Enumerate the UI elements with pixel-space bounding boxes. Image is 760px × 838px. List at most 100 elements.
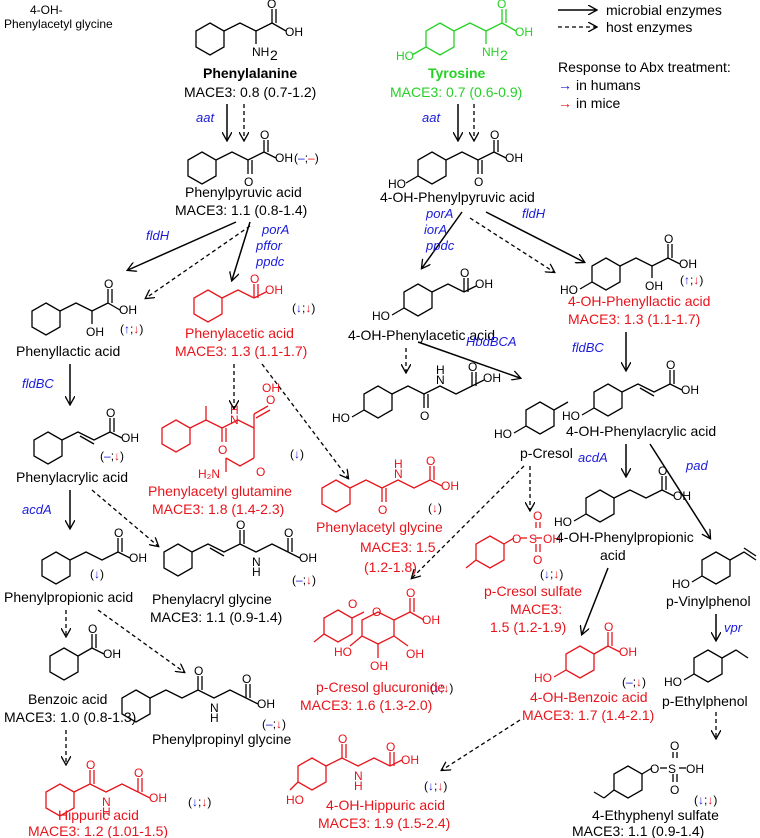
enzyme-pad: pad bbox=[685, 458, 708, 473]
compound-pcs-mace2: 1.5 (1.2-1.9) bbox=[490, 619, 566, 635]
enzyme-ppdc-2: ppdc bbox=[425, 238, 455, 253]
response-eps: (↓;↓) bbox=[694, 793, 717, 807]
response-pacrgly: (–;↓) bbox=[292, 573, 316, 587]
svg-text:O: O bbox=[106, 406, 115, 420]
compound-pcresol-name: p-Cresol bbox=[520, 445, 573, 461]
legend-human-arrow: → bbox=[558, 77, 572, 93]
enzyme-aat-2: aat bbox=[422, 110, 441, 125]
svg-text:O: O bbox=[650, 762, 659, 776]
structure-p-ethylphenol: HO bbox=[664, 649, 749, 689]
arrow-ohpprop-ohbenz bbox=[582, 567, 609, 634]
svg-text:O: O bbox=[218, 443, 227, 457]
compound-ppa-mace: MACE3: 1.1 (0.8-1.4) bbox=[175, 202, 307, 218]
svg-text:O: O bbox=[114, 526, 123, 540]
structure-4oh-phenylacrylic-acid: HO O OH bbox=[562, 358, 699, 423]
compound-pcg-mace: MACE3: 1.6 (1.3-2.0) bbox=[300, 697, 432, 713]
compound-ppgly-name: Phenylpropinyl glycine bbox=[152, 731, 292, 747]
svg-text:N: N bbox=[102, 795, 111, 809]
arrow-pcresol-pcg bbox=[412, 465, 525, 578]
svg-text:S: S bbox=[529, 532, 537, 546]
structure-phenylacryl-glycine: O N H O OH bbox=[163, 518, 317, 579]
svg-text:H: H bbox=[230, 403, 239, 417]
svg-text:S: S bbox=[668, 762, 676, 776]
compound-ohpaa-name: 4-OH-Phenylacetic acid bbox=[348, 327, 495, 343]
legend-humans-label: in humans bbox=[576, 77, 641, 93]
response-ohhipp: (↓;↓) bbox=[424, 779, 447, 793]
svg-text:O: O bbox=[474, 175, 483, 189]
compound-pvinyl-name: p-Vinylphenol bbox=[666, 593, 751, 609]
structure-phenylpropinyl-glycine: O N H O OH bbox=[121, 664, 275, 725]
response-pacr: (–;↓) bbox=[100, 449, 124, 463]
svg-text:OH: OH bbox=[119, 303, 137, 317]
compound-pagly-name: Phenylacetyl glycine bbox=[316, 519, 443, 535]
structure-phenyllactic-acid: O OH OH bbox=[31, 277, 137, 339]
compound-phenylalanine-mace: MACE3: 0.8 (0.7-1.2) bbox=[184, 84, 316, 100]
svg-text:OH: OH bbox=[543, 532, 561, 546]
structure-benzoic-acid: O OH bbox=[49, 622, 121, 681]
svg-text:O: O bbox=[104, 277, 113, 291]
compound-ohhipp-name: 4-OH-Hippuric acid bbox=[326, 797, 445, 813]
svg-text:O: O bbox=[256, 465, 265, 479]
svg-text:O: O bbox=[266, 393, 275, 407]
arrow-pacr-pacrgly bbox=[91, 489, 158, 546]
structure-hippuric-acid: O N H O OH bbox=[45, 758, 167, 819]
svg-text:O: O bbox=[533, 509, 542, 523]
arrow-paa-pagly bbox=[261, 363, 348, 478]
svg-text:OH: OH bbox=[86, 325, 104, 339]
svg-text:O: O bbox=[406, 586, 415, 600]
compound-ohpla-mace: MACE3: 1.3 (1.1-1.7) bbox=[568, 311, 700, 327]
svg-text:HO: HO bbox=[664, 675, 682, 689]
svg-text:O: O bbox=[460, 266, 469, 280]
svg-text:O: O bbox=[86, 758, 95, 772]
structure-p-cresol: HO bbox=[494, 401, 569, 441]
svg-text:O: O bbox=[134, 766, 143, 780]
legend-host-label: host enzymes bbox=[606, 19, 692, 35]
svg-text:N: N bbox=[210, 701, 219, 715]
svg-text:O: O bbox=[490, 128, 499, 142]
svg-text:H: H bbox=[436, 363, 445, 377]
svg-text:O: O bbox=[497, 0, 506, 11]
compound-pcs-mace1: MACE3: bbox=[510, 601, 562, 617]
svg-text:N: N bbox=[230, 413, 239, 427]
svg-text:O: O bbox=[378, 503, 387, 517]
compound-ohpla-name: 4-OH-Phenyllactic acid bbox=[568, 293, 710, 309]
legend-microbial-label: microbial enzymes bbox=[606, 2, 722, 18]
svg-text:O: O bbox=[468, 360, 477, 374]
svg-text:HO: HO bbox=[672, 577, 690, 591]
structure-4oh-phenylpropionic-acid: HO O OH bbox=[554, 464, 691, 529]
svg-text:OH: OH bbox=[422, 613, 440, 627]
svg-text:OH: OH bbox=[103, 647, 121, 661]
enzyme-fldH-2: fldH bbox=[522, 206, 546, 221]
svg-text:OH: OH bbox=[475, 277, 493, 291]
compound-pprop-name: Phenylpropionic acid bbox=[4, 589, 133, 605]
structure-p-cresol-sulfate: O O S O OH bbox=[465, 509, 561, 569]
enzyme-HbdBCA: HbdBCA bbox=[466, 334, 517, 349]
legend-response-title: Response to Abx treatment: bbox=[558, 59, 731, 75]
svg-text:HO: HO bbox=[562, 409, 580, 423]
response-ohbenz: (–;↓) bbox=[622, 675, 646, 689]
compound-peth-name: p-Ethylphenol bbox=[662, 693, 748, 709]
svg-text:O: O bbox=[242, 672, 251, 686]
structure-phenylacetyl-glutamine: O N H O OH O H₂N bbox=[161, 381, 280, 481]
compound-benz-mace: MACE3: 1.0 (0.8-1.3) bbox=[4, 709, 136, 725]
enzyme-acdA-2: acdA bbox=[578, 450, 608, 465]
svg-text:O: O bbox=[267, 0, 276, 11]
structure-4oh-phenylacetyl-glycine: HO O N H O OH bbox=[332, 360, 501, 425]
svg-text:N: N bbox=[394, 467, 403, 481]
corner-note-line2: Phenylacetyl glycine bbox=[4, 17, 113, 31]
svg-text:HO: HO bbox=[332, 411, 350, 425]
svg-text:2: 2 bbox=[270, 47, 278, 63]
structure-4-ethylphenyl-sulfate: O O S O OH bbox=[593, 739, 704, 799]
svg-text:O: O bbox=[666, 358, 675, 372]
svg-text:2: 2 bbox=[500, 47, 508, 63]
svg-text:O: O bbox=[260, 128, 269, 142]
svg-text:HO: HO bbox=[396, 49, 414, 63]
structure-4oh-phenylacetic-acid: HO O OH bbox=[372, 266, 493, 323]
svg-text:OH: OH bbox=[679, 257, 697, 271]
arrow-ohpaa-pcresol bbox=[417, 341, 520, 378]
svg-text:N: N bbox=[436, 373, 445, 387]
svg-text:O: O bbox=[236, 518, 245, 532]
compound-ohpprop-name1: 4-OH-Phenylpropionic bbox=[556, 529, 694, 545]
compound-pacrgly-name: Phenylacryl glycine bbox=[152, 591, 272, 607]
